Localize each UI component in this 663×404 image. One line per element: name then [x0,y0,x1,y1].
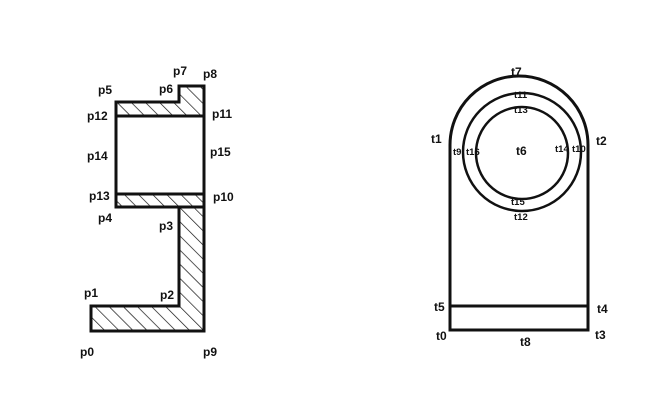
label-p7: p7 [173,64,187,78]
label-t7: t7 [511,65,522,79]
label-t4: t4 [597,302,608,316]
label-p15: p15 [210,145,231,159]
left-labels: p0 p1 p2 p3 p4 p5 p6 p7 p8 p9 p10 p11 p1… [80,64,234,359]
label-p12: p12 [87,109,108,123]
label-t9: t9 [453,147,461,158]
bottom-flange-hatch [114,192,206,209]
left-section-figure [89,84,206,333]
label-p14: p14 [87,149,108,163]
label-p5: p5 [98,83,112,97]
label-t14: t14 [555,144,569,155]
right-lug-figure [448,74,590,332]
label-t16: t16 [466,147,480,158]
label-t13: t13 [514,105,528,116]
label-p11: p11 [212,107,232,121]
label-p4: p4 [98,211,112,225]
label-t12: t12 [514,212,528,223]
label-p10: p10 [213,190,234,204]
label-p13: p13 [89,189,110,203]
label-t6: t6 [516,144,527,158]
label-t15: t15 [511,197,525,208]
outer-circle [461,91,583,213]
label-t2: t2 [596,134,607,148]
label-t5: t5 [434,300,445,314]
label-t1: t1 [431,132,442,146]
lower-body-hatch [89,205,206,333]
right-labels: t0 t1 t2 t3 t4 t5 t6 t7 t8 t9 t10 t11 t1… [431,65,608,349]
label-p3: p3 [159,219,173,233]
label-p2: p2 [160,288,174,302]
label-t11: t11 [514,90,528,101]
label-t0: t0 [436,329,447,343]
label-p8: p8 [203,67,217,81]
lug-outline [448,74,590,332]
label-p0: p0 [80,345,94,359]
label-p9: p9 [203,345,217,359]
label-t10: t10 [572,144,586,155]
label-t8: t8 [520,335,531,349]
label-p1: p1 [84,286,98,300]
label-p6: p6 [159,82,173,96]
inner-circle [474,105,570,201]
label-t3: t3 [595,328,606,342]
